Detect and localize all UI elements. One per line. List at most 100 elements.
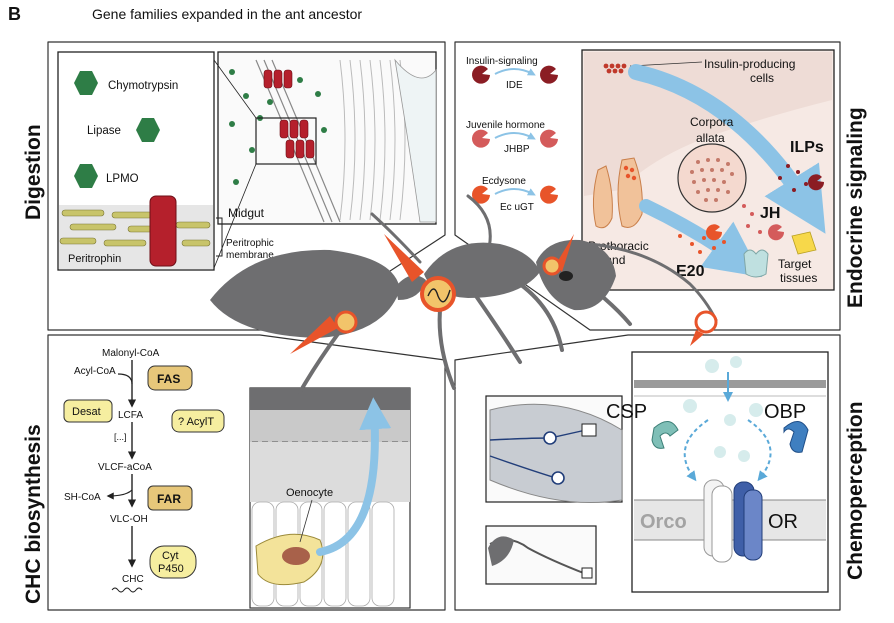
brain-tissue	[584, 52, 832, 196]
acylt-box	[171, 409, 225, 433]
midgut-peritrophin-icons	[263, 69, 315, 159]
malonyl-label: Malonyl-CoA	[102, 348, 160, 359]
midgut-zoom-box	[255, 117, 317, 165]
ecugt-cleaved-icon	[540, 185, 558, 204]
insulin-cells-label-1: Insulin-producing	[704, 57, 795, 71]
chc-label: CHC biosynthesis	[22, 424, 45, 604]
midgut-enzyme-dots	[229, 69, 327, 185]
peritrophin-barrel-icon	[149, 195, 177, 267]
acylt-label: ? AcylT	[178, 416, 214, 428]
panel-letter: B	[8, 4, 21, 24]
corpora-allata-label-2: allata	[696, 131, 725, 145]
lipase-hexagon-icon	[136, 118, 160, 142]
midgut-label: Midgut	[228, 206, 265, 220]
ant-illustration	[210, 194, 718, 394]
insulin-cells-label-2: cells	[750, 71, 774, 85]
far-box	[147, 485, 193, 511]
obp-label: OBP	[764, 401, 806, 423]
cyt-p450-box	[149, 545, 197, 579]
fas-label: FAS	[157, 372, 180, 386]
neuron-cell-1-icon	[543, 431, 557, 445]
prothoracic-gland-left	[592, 165, 613, 229]
prothoracic-label-1: Prothoracic	[588, 239, 649, 253]
fas-box	[147, 365, 193, 391]
ant-leg-5	[370, 212, 422, 264]
ecdysone-label: Ecdysone	[482, 176, 526, 187]
target-tissue-icon	[743, 249, 769, 278]
ant-head-shape	[488, 536, 514, 566]
prothoracic-gland-right	[617, 157, 643, 228]
oenocyte-nucleus	[282, 547, 310, 565]
chymotrypsin-label: Chymotrypsin	[108, 80, 178, 92]
endocrine-label: Endocrine signaling	[844, 107, 867, 308]
obp-arrow	[747, 419, 772, 482]
prothoracic-cells	[623, 165, 637, 181]
sensillum-zoom-box	[581, 423, 597, 437]
oenocyte-label: Oenocyte	[286, 487, 333, 499]
ecugt-arrow	[494, 188, 536, 196]
ecugt-label: Ec uGT	[500, 202, 534, 213]
chc-product-label: CHC	[122, 574, 144, 585]
vlcoh-label: VLC-OH	[110, 514, 148, 525]
ant-mandible	[602, 296, 632, 326]
ant-eye	[559, 271, 573, 281]
chemo-panel: Chemoperception CSP OBP	[454, 334, 867, 611]
ide-enzyme-icon	[472, 65, 490, 84]
chc-panel: CHC biosynthesis Malonyl-CoA Acyl-CoA FA…	[22, 334, 446, 611]
midgut-epithelium	[339, 59, 406, 221]
target-shape-icon	[791, 231, 817, 255]
e20-dots	[678, 234, 726, 254]
ide-label: IDE	[506, 80, 523, 91]
corpora-allata-cells	[690, 158, 734, 202]
figure-title: Gene families expanded in the ant ancest…	[92, 6, 362, 22]
p450-label: P450	[158, 563, 184, 575]
far-label: FAR	[157, 492, 181, 506]
corpora-allata-label-1: Corpora	[690, 115, 734, 129]
corpora-allata-circle	[677, 143, 747, 213]
shcoa-branch	[106, 489, 133, 500]
lcfa-label: LCFA	[118, 410, 143, 421]
jhbp-cleaved-icon	[540, 129, 558, 148]
ant-petiole	[396, 275, 426, 300]
ant-antenna	[588, 242, 718, 322]
sensillum-body	[489, 403, 623, 503]
orco-label: Orco	[640, 511, 687, 533]
chemo-label: Chemoperception	[844, 401, 867, 580]
insulin-signaling-label: Insulin-signaling	[466, 56, 538, 67]
ide-cleaved-icon	[540, 65, 558, 84]
e20-label: E20	[676, 263, 705, 280]
insulin-cells-icon	[603, 63, 627, 74]
shcoa-label: SH-CoA	[64, 492, 101, 503]
neuron-cell-2-icon	[551, 471, 565, 485]
lpmo-label: LPMO	[106, 173, 139, 185]
highlight-antenna	[694, 310, 718, 334]
digestion-panel: Digestion Chymotrypsin Lipase LPMO Perit…	[22, 41, 446, 331]
csp-label: CSP	[606, 401, 647, 423]
chc-transport-arrow	[316, 397, 392, 556]
epidermis-layer	[250, 442, 410, 502]
cuticle-layer	[250, 410, 410, 442]
desat-box	[63, 399, 113, 423]
vlcf-label: VLCF-aCoA	[98, 462, 152, 473]
callout-digestion	[384, 234, 424, 282]
lipase-label: Lipase	[87, 125, 121, 137]
ide-arrow	[494, 68, 536, 76]
csp-arrow	[683, 419, 709, 482]
orco-subunit-b	[711, 485, 733, 563]
jhbp-label: JHBP	[504, 144, 530, 155]
callout-chemo	[690, 330, 704, 346]
cuticle-top-face	[250, 388, 410, 410]
target-label-2: tissues	[780, 271, 817, 285]
jh-label: JH	[760, 205, 780, 222]
jhbp-enzyme-icon	[472, 129, 490, 148]
jh-hormone-icon	[768, 224, 785, 241]
membrane-bracket	[216, 217, 223, 257]
desat-label: Desat	[72, 406, 101, 418]
digestion-label: Digestion	[22, 124, 45, 220]
target-label-1: Target	[778, 257, 812, 271]
midgut-squiggle	[427, 288, 451, 303]
obp-protein-icon	[783, 421, 809, 453]
peritrophic-label-2: membrane	[226, 250, 274, 261]
e20-flow-arrow	[639, 199, 763, 278]
